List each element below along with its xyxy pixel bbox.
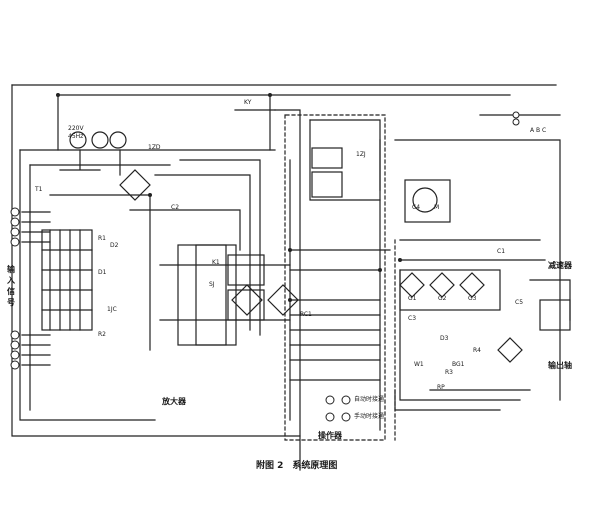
- component-r1: R1: [98, 235, 106, 242]
- component-sj: SJ: [209, 281, 215, 288]
- component-r2: R2: [98, 331, 106, 338]
- power-voltage-label: 220V: [68, 125, 84, 132]
- component-rp: RP: [437, 384, 445, 391]
- component-w1: W1: [414, 361, 424, 368]
- reducer-label: 减速器: [548, 261, 572, 270]
- component-bg1: BG1: [452, 361, 465, 368]
- component-g2: G2: [438, 295, 447, 302]
- component-t1: T1: [35, 186, 43, 193]
- legend-manual-label: 手动时接通: [354, 413, 385, 420]
- operator-label: 操作器: [318, 431, 342, 440]
- power-frequency-label: 45Hz: [68, 133, 84, 140]
- component-ky: KY: [244, 99, 252, 106]
- component-g3: G3: [468, 295, 477, 302]
- input-signal-label: 输入信号: [7, 265, 15, 307]
- component-c2: C2: [171, 204, 180, 211]
- component-1zd: 1ZD: [148, 144, 161, 151]
- power-phases-label: A B C: [530, 127, 547, 134]
- output-shaft-label: 输出轴: [548, 361, 572, 370]
- component-rc1: RC1: [300, 311, 312, 318]
- component-1jc: 1JC: [107, 306, 117, 313]
- component-d3: D3: [440, 335, 449, 342]
- component-k1: K1: [212, 259, 220, 266]
- component-g1: G1: [408, 295, 417, 302]
- component-d2: D2: [110, 242, 119, 249]
- amplifier-label: 放大器: [162, 397, 186, 406]
- component-c1: C1: [497, 248, 506, 255]
- component-m: M: [434, 204, 440, 211]
- component-1zj: 1ZJ: [356, 151, 366, 158]
- component-c3: C3: [408, 315, 417, 322]
- component-r4: R4: [473, 347, 481, 354]
- legend-auto-label: 自动时接通: [354, 396, 385, 403]
- component-c5: C5: [515, 299, 524, 306]
- component-d1: D1: [98, 269, 107, 276]
- component-r3: R3: [445, 369, 453, 376]
- figure-caption: 附图 2 系统原理图: [256, 461, 338, 471]
- component-c4: C4: [412, 204, 421, 211]
